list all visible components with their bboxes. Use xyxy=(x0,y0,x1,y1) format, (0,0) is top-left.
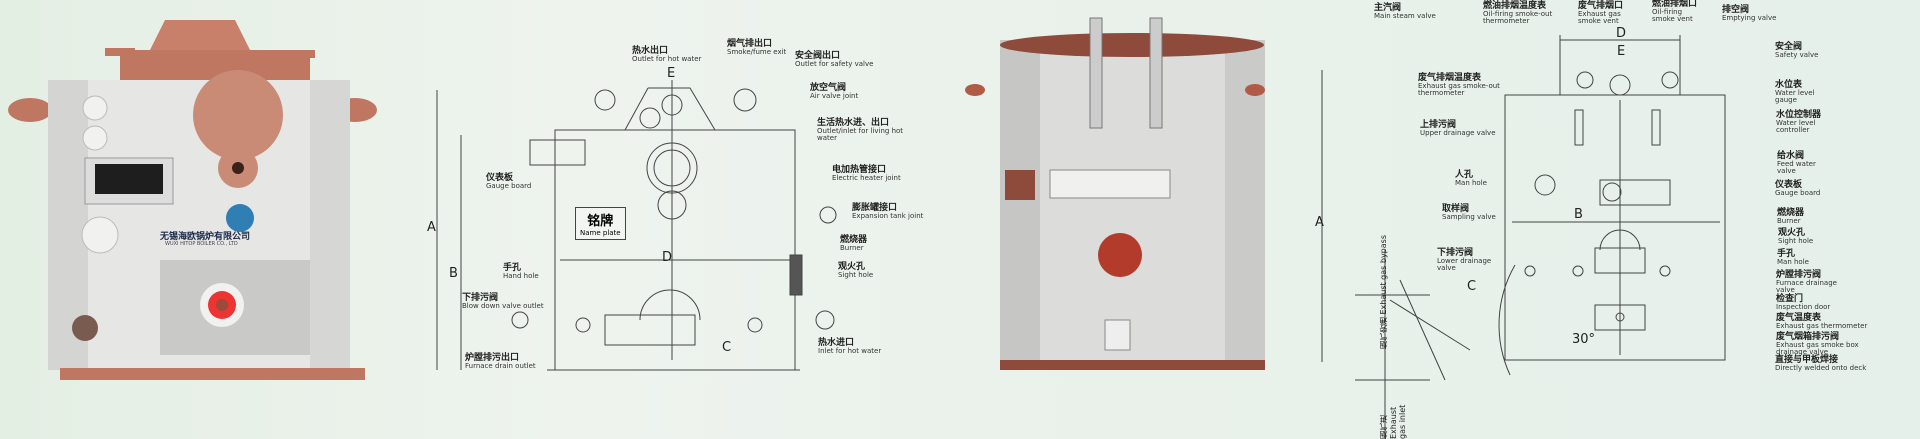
dim-c: C xyxy=(1467,279,1477,294)
dim-d: D xyxy=(662,250,673,265)
dim-a: A xyxy=(427,220,436,235)
dim-b: B xyxy=(449,266,458,281)
dim-e: E xyxy=(667,66,676,81)
boiler-photo-right xyxy=(965,17,1265,370)
boiler-photo-left xyxy=(8,20,377,380)
dim-c: C xyxy=(722,340,732,355)
dim-d: D xyxy=(1616,26,1627,41)
exhaust-inlet-label: 烟气进 Exhaust gas inlet xyxy=(1379,404,1407,439)
company-name-cn: 无锡海欧锅炉有限公司 xyxy=(160,232,251,242)
dim-e: E xyxy=(1617,44,1626,59)
exhaust-bypass-label: 烟气旁通 Exhaust gas bypass xyxy=(1379,235,1388,350)
dim-a: A xyxy=(1315,215,1324,230)
schematic-left xyxy=(436,80,837,371)
schematic-right xyxy=(1321,35,1726,439)
dim-b: B xyxy=(1574,207,1583,222)
angle-label: 30° xyxy=(1572,332,1596,347)
company-name-en: WUXI HITOP BOILER CO., LTD xyxy=(165,241,238,247)
